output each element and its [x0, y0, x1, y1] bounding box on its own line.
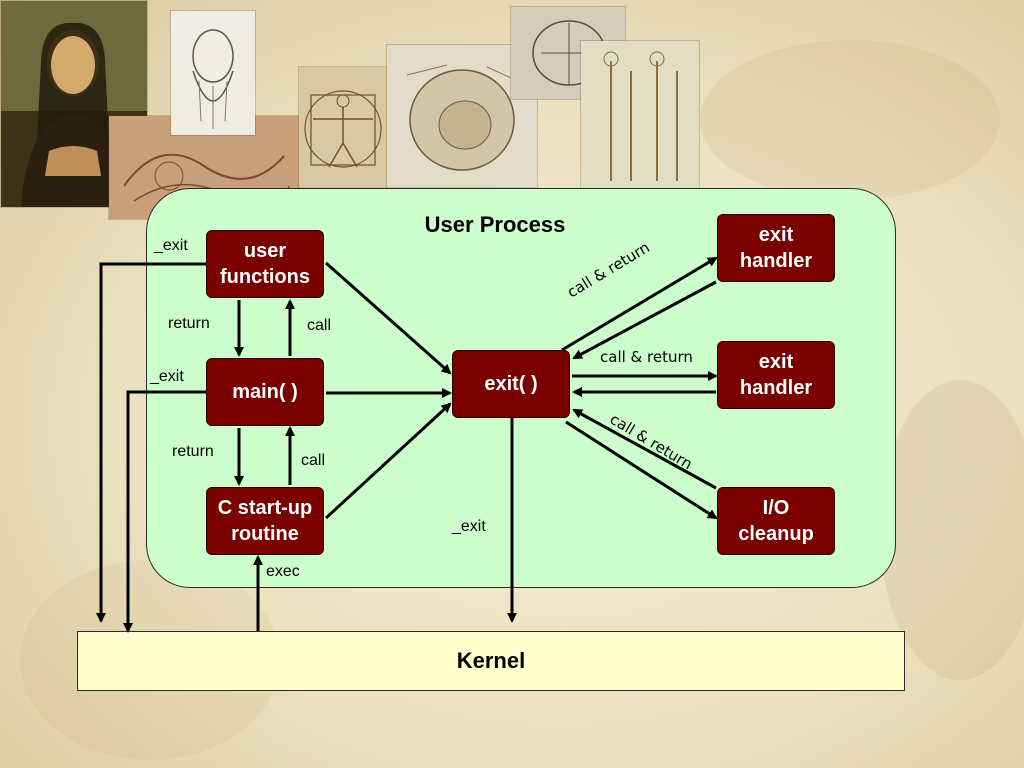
kernel-box: Kernel	[77, 631, 905, 691]
return-arrow-io-to-exit	[572, 408, 717, 490]
io-cleanup-box: I/O cleanup	[717, 487, 835, 555]
skeleton-sketch-image	[580, 40, 700, 190]
user-functions-box: user functions	[206, 230, 324, 298]
c-startup-routine-box: C start-up routine	[206, 487, 324, 555]
return-arrow-handler-1-to-exit	[572, 280, 717, 360]
exit-label: exit( )	[484, 373, 538, 395]
exit-handler-box-2: exit handler	[717, 341, 835, 409]
call-return-label-2: call & return	[600, 348, 693, 366]
return-label-2: return	[172, 443, 214, 460]
exit-label-top: _exit	[154, 237, 188, 254]
main-label: main( )	[232, 381, 298, 403]
arrow-user-functions-to-exit	[325, 261, 452, 375]
exit-handler-box-1: exit handler	[717, 214, 835, 282]
call-arrow-exit-to-handler-1	[561, 256, 718, 352]
call-label-1: call	[307, 317, 332, 334]
call-arrow-exit-to-io	[565, 420, 718, 520]
c-startup-routine-label: C start-up routine	[217, 497, 313, 545]
exit-box: exit( )	[452, 350, 570, 418]
call-label-2: call	[301, 452, 326, 469]
io-cleanup-label: I/O cleanup	[738, 497, 814, 545]
exit-handler-label-1: exit handler	[739, 224, 813, 272]
anatomy-sketch-image	[386, 44, 538, 188]
exit-label-bottom: _exit	[452, 518, 486, 535]
exit-label-middle: _exit	[150, 368, 184, 385]
exit-arrow-user-functions-to-kernel	[96, 262, 206, 623]
arrow-startup-to-exit	[324, 402, 452, 520]
exit-arrow-main-to-kernel	[123, 390, 206, 633]
main-box: main( )	[206, 358, 324, 426]
vitruvian-man-image	[298, 66, 388, 188]
self-portrait-sketch-image	[170, 10, 256, 136]
return-label-1: return	[168, 315, 210, 332]
exec-label: exec	[266, 563, 300, 580]
user-functions-label: user functions	[220, 240, 310, 288]
exit-handler-label-2: exit handler	[739, 351, 813, 399]
user-process-title: User Process	[424, 212, 566, 237]
